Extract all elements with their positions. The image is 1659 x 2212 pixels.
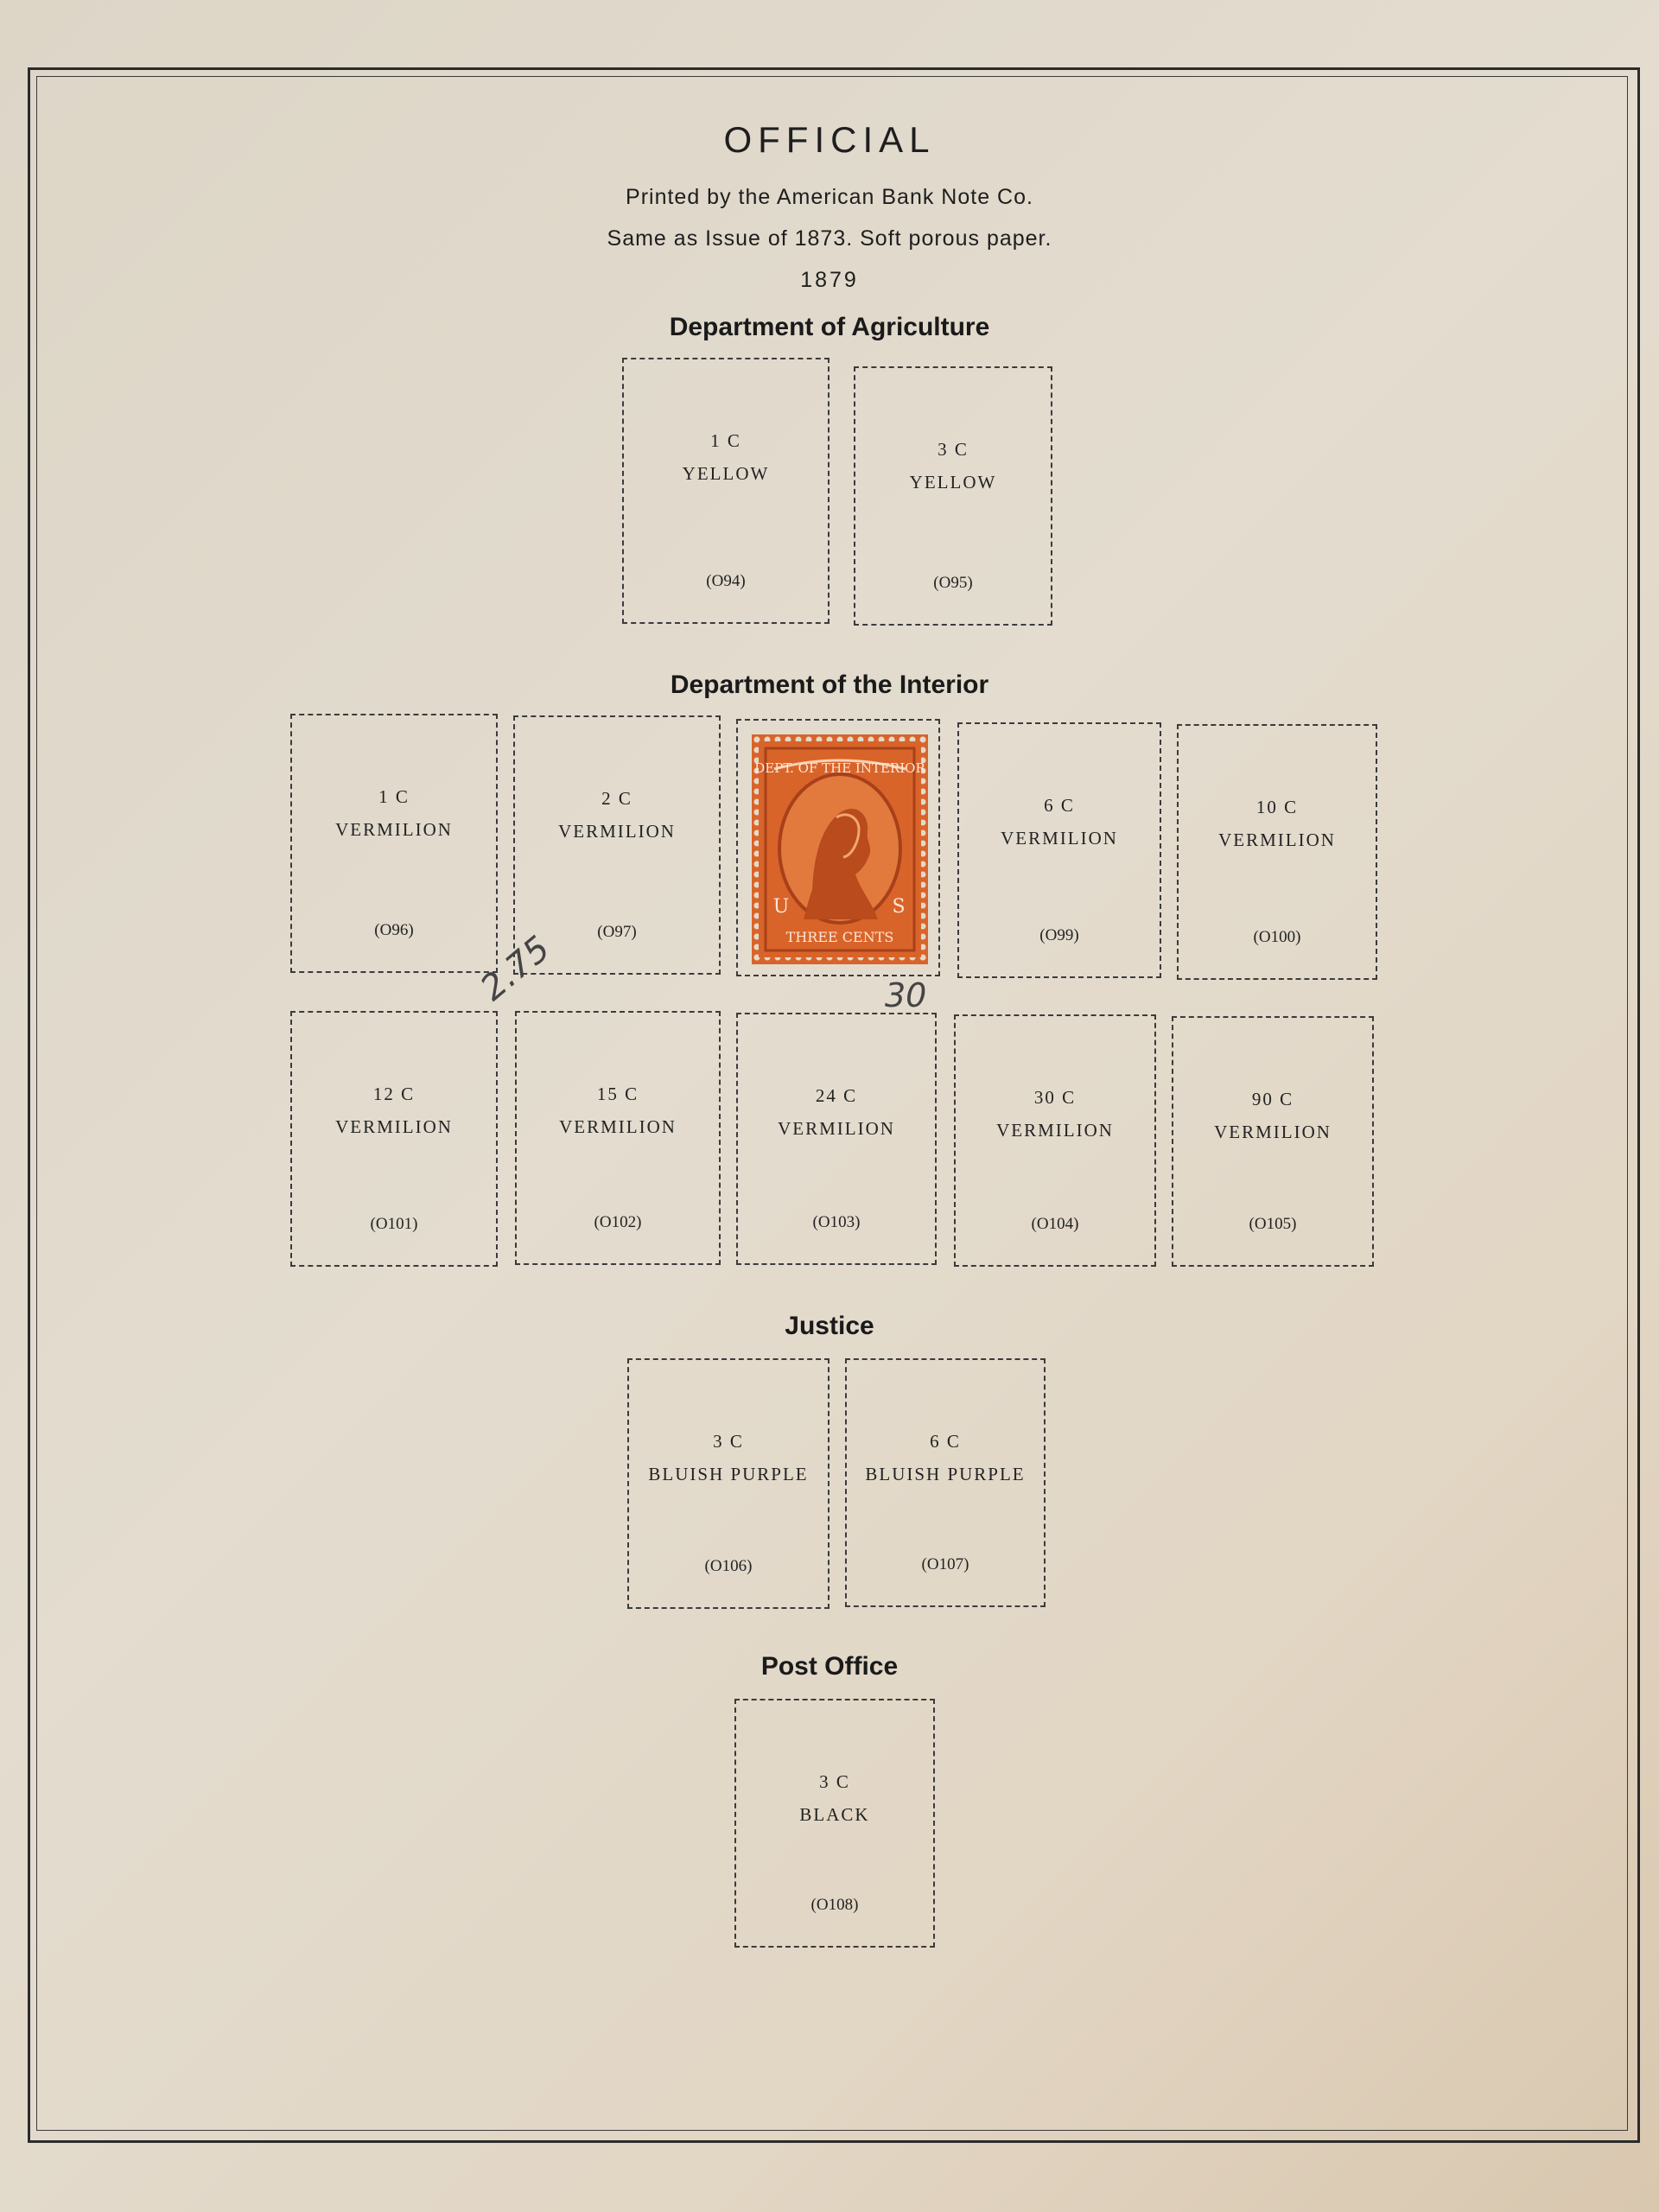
catalog-number: (O108): [810, 1896, 859, 1914]
pencil-price-note: 30: [885, 976, 927, 1014]
catalog-number: (O94): [706, 572, 746, 590]
catalog-number: (O106): [704, 1557, 753, 1575]
stamp-value: 30 C: [1033, 1087, 1077, 1108]
stamp-value: 90 C: [1251, 1089, 1294, 1109]
stamp-space-o97[interactable]: 2 C VERMILION (O97): [513, 715, 721, 975]
stamp-color: VERMILION: [778, 1118, 895, 1139]
stamp-space-o104[interactable]: 30 C VERMILION (O104): [954, 1014, 1156, 1267]
stamp-space-o98[interactable]: DEPT. OF THE INTERIOR U S THREE CENTS: [736, 719, 940, 976]
stamp-space-o106[interactable]: 3 C BLUISH PURPLE (O106): [627, 1358, 830, 1609]
mounted-stamp[interactable]: DEPT. OF THE INTERIOR U S THREE CENTS: [752, 734, 928, 964]
catalog-number: (O102): [594, 1213, 642, 1231]
stamp-space-o95[interactable]: 3 C YELLOW (O95): [854, 366, 1052, 626]
page-border-outer: [28, 67, 1640, 2143]
stamp-value: 1 C: [710, 430, 741, 451]
washington-portrait-stamp-icon: DEPT. OF THE INTERIOR U S THREE CENTS: [752, 734, 928, 964]
stamp-value: 3 C: [938, 439, 969, 460]
stamp-color: VERMILION: [335, 819, 453, 840]
catalog-number: (O103): [812, 1213, 861, 1231]
stamp-space-o99[interactable]: 6 C VERMILION (O99): [957, 722, 1161, 978]
stamp-value: 12 C: [372, 1084, 416, 1104]
stamp-space-o96[interactable]: 1 C VERMILION (O96): [290, 714, 498, 973]
stamp-color: YELLOW: [909, 472, 997, 493]
stamp-value: 24 C: [815, 1085, 858, 1106]
svg-text:S: S: [892, 896, 905, 918]
catalog-number: (O100): [1253, 928, 1301, 946]
catalog-number: (O95): [933, 574, 973, 592]
stamp-value: 10 C: [1255, 797, 1299, 817]
catalog-number: (O101): [370, 1215, 418, 1233]
stamp-space-o94[interactable]: 1 C YELLOW (O94): [622, 358, 830, 624]
stamp-color: BLUISH PURPLE: [865, 1464, 1026, 1484]
section-agriculture: Department of Agriculture: [669, 313, 990, 341]
stamp-color: VERMILION: [1001, 828, 1118, 849]
stamp-value: 2 C: [601, 788, 632, 809]
stamp-color: BLACK: [799, 1804, 870, 1825]
stamp-color: VERMILION: [1218, 830, 1336, 850]
stamp-value: 1 C: [378, 786, 410, 807]
issue-year: 1879: [800, 268, 859, 292]
catalog-number: (O99): [1039, 926, 1079, 944]
section-justice: Justice: [785, 1312, 874, 1340]
stamp-color: VERMILION: [559, 1116, 677, 1137]
stamp-space-o105[interactable]: 90 C VERMILION (O105): [1172, 1016, 1374, 1267]
stamp-color: BLUISH PURPLE: [648, 1464, 809, 1484]
printer-line: Printed by the American Bank Note Co.: [626, 185, 1033, 209]
page-title: OFFICIAL: [723, 119, 936, 160]
stamp-color: VERMILION: [335, 1116, 453, 1137]
stamp-top-text: DEPT. OF THE INTERIOR: [754, 760, 925, 776]
stamp-space-o103[interactable]: 24 C VERMILION (O103): [736, 1013, 937, 1265]
page-border-inner: [36, 76, 1628, 2131]
stamp-space-o108[interactable]: 3 C BLACK (O108): [734, 1699, 935, 1948]
stamp-value: 3 C: [713, 1431, 744, 1452]
stamp-space-o100[interactable]: 10 C VERMILION (O100): [1177, 724, 1377, 980]
catalog-number: (O105): [1249, 1215, 1297, 1233]
stamp-bottom-text: THREE CENTS: [786, 929, 894, 945]
catalog-number: (O97): [597, 923, 637, 941]
svg-text:U: U: [773, 896, 790, 918]
stamp-space-o107[interactable]: 6 C BLUISH PURPLE (O107): [845, 1358, 1046, 1607]
section-interior: Department of the Interior: [670, 671, 989, 699]
stamp-value: 6 C: [930, 1431, 961, 1452]
catalog-number: (O104): [1031, 1215, 1079, 1233]
catalog-number: (O96): [374, 921, 414, 939]
issue-line: Same as Issue of 1873. Soft porous paper…: [607, 226, 1052, 251]
stamp-color: VERMILION: [1214, 1122, 1332, 1142]
stamp-space-o101[interactable]: 12 C VERMILION (O101): [290, 1011, 498, 1267]
section-post-office: Post Office: [760, 1652, 899, 1681]
stamp-color: VERMILION: [558, 821, 676, 842]
stamp-value: 15 C: [596, 1084, 639, 1104]
stamp-value: 6 C: [1044, 795, 1075, 816]
stamp-color: YELLOW: [682, 463, 770, 484]
stamp-color: VERMILION: [996, 1120, 1114, 1141]
stamp-value: 3 C: [819, 1771, 850, 1792]
stamp-space-o102[interactable]: 15 C VERMILION (O102): [515, 1011, 721, 1265]
catalog-number: (O107): [921, 1555, 969, 1573]
